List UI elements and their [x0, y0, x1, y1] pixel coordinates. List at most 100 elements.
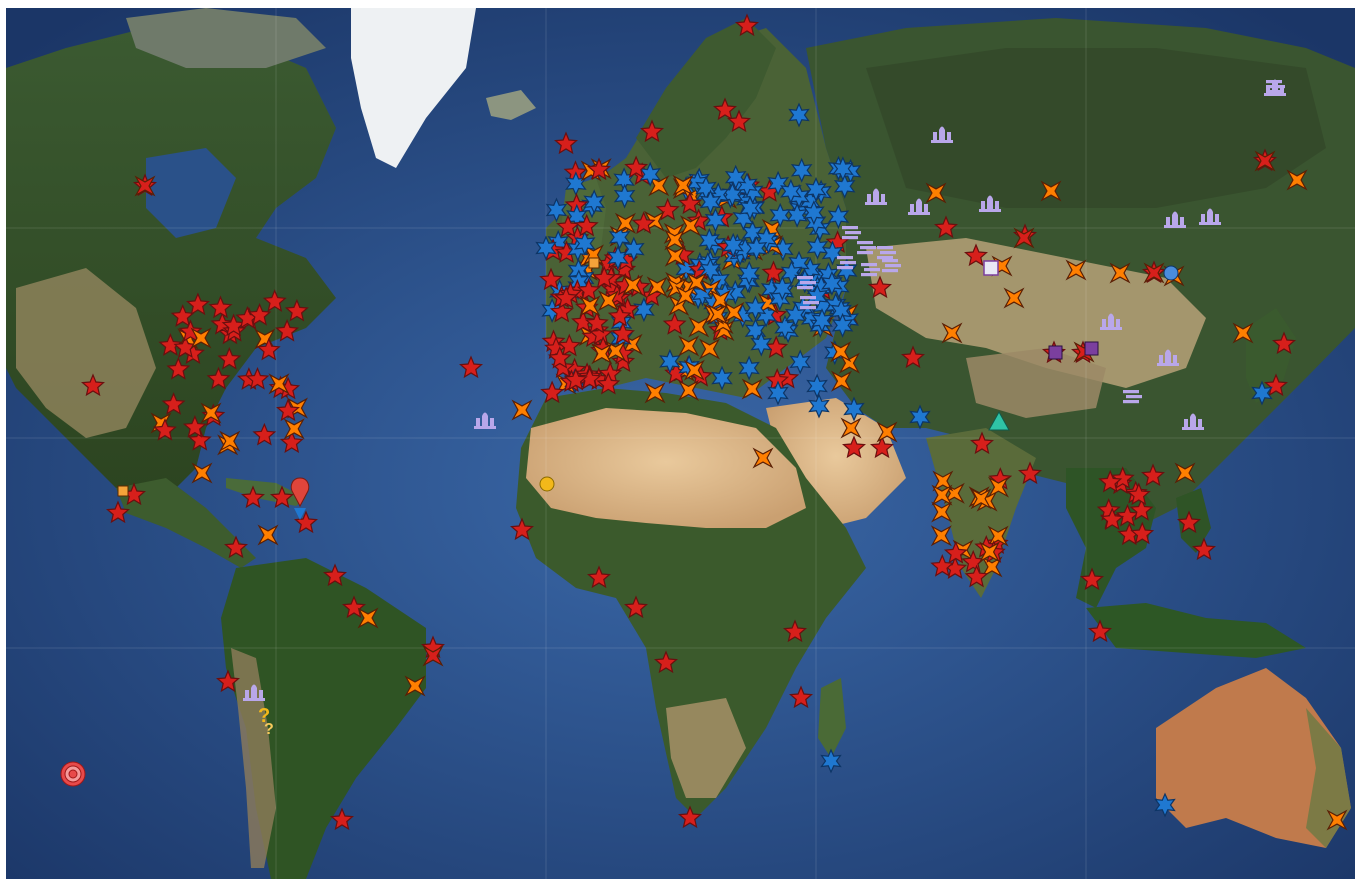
red-star[interactable] [252, 422, 277, 446]
red-star[interactable] [557, 333, 582, 357]
red-star[interactable] [170, 304, 195, 327]
orange-bowtie[interactable] [257, 524, 279, 546]
orange-bowtie[interactable] [981, 556, 1003, 578]
blue-star[interactable] [821, 240, 844, 266]
red-star[interactable] [1272, 331, 1296, 355]
blue-circle[interactable] [1163, 265, 1179, 281]
red-star[interactable] [187, 427, 212, 451]
temple-icon[interactable] [908, 198, 930, 216]
blue-star[interactable] [769, 202, 791, 228]
red-star[interactable] [284, 298, 309, 322]
red-star[interactable] [571, 309, 596, 333]
red-star[interactable] [245, 366, 270, 390]
red-star[interactable] [158, 333, 183, 356]
blue-star[interactable] [794, 268, 816, 294]
red-star[interactable] [1088, 619, 1112, 643]
orange-bowtie[interactable] [1109, 262, 1131, 284]
red-star[interactable] [216, 669, 240, 693]
red-star[interactable] [1098, 469, 1123, 493]
red-star[interactable] [182, 415, 207, 438]
red-bowtie[interactable] [134, 175, 156, 197]
bars-icon[interactable] [1266, 80, 1285, 94]
red-star[interactable] [563, 367, 588, 391]
orange-bowtie[interactable] [752, 447, 774, 469]
orange-bowtie[interactable] [1003, 287, 1025, 309]
bars-icon[interactable] [797, 276, 816, 290]
blue-star[interactable] [811, 308, 833, 334]
red-star[interactable] [783, 619, 807, 643]
red-star[interactable] [166, 356, 191, 380]
red-star[interactable] [1129, 498, 1154, 521]
blue-star[interactable] [699, 257, 722, 283]
orange-bowtie[interactable] [672, 174, 694, 196]
bars-icon[interactable] [800, 296, 819, 310]
red-star[interactable] [1100, 507, 1125, 531]
orange-bowtie[interactable] [1040, 180, 1062, 202]
red-star[interactable] [554, 285, 579, 309]
orange-bowtie[interactable] [679, 215, 701, 237]
target-icon[interactable] [68, 769, 78, 779]
temple-icon[interactable] [1182, 413, 1204, 431]
red-star[interactable] [549, 299, 574, 323]
orange-bowtie[interactable] [622, 274, 644, 296]
orange-bowtie[interactable] [646, 276, 668, 298]
bars-icon[interactable] [1123, 390, 1142, 404]
blue-star[interactable] [806, 283, 829, 309]
red-star[interactable] [1018, 461, 1042, 485]
red-star[interactable] [540, 380, 565, 404]
red-star[interactable] [186, 292, 210, 316]
blue-star[interactable] [545, 197, 568, 223]
red-star[interactable] [727, 109, 751, 133]
orange-bowtie[interactable] [191, 462, 213, 484]
blue-star[interactable] [789, 349, 811, 375]
orange-bowtie[interactable] [664, 245, 686, 267]
orange-bowtie[interactable] [268, 373, 290, 395]
red-star[interactable] [576, 278, 601, 301]
red-bowtie[interactable] [1254, 150, 1276, 172]
red-star[interactable] [241, 485, 265, 509]
red-star[interactable] [596, 371, 621, 395]
bars-icon[interactable] [857, 241, 876, 255]
red-star[interactable] [611, 321, 635, 345]
red-star[interactable] [930, 554, 955, 577]
temple-icon[interactable] [931, 126, 953, 144]
blue-star[interactable] [608, 224, 631, 250]
blue-star[interactable] [802, 200, 825, 226]
blue-star[interactable] [827, 204, 850, 230]
orange-bowtie[interactable] [1286, 169, 1308, 191]
red-star[interactable] [224, 535, 248, 559]
orange-bowtie[interactable] [283, 418, 305, 440]
red-star[interactable] [161, 392, 186, 415]
blue-star[interactable] [1251, 380, 1273, 406]
red-star[interactable] [587, 565, 611, 589]
teal-triangle[interactable] [988, 410, 1010, 431]
red-star[interactable] [964, 243, 988, 267]
temple-icon[interactable] [474, 412, 496, 430]
blue-star[interactable] [659, 348, 681, 374]
world-map[interactable]: ?? [6, 8, 1355, 879]
red-star[interactable] [554, 131, 578, 155]
orange-bowtie[interactable] [357, 607, 379, 629]
red-star[interactable] [735, 13, 759, 37]
orange-bowtie[interactable] [979, 541, 1001, 563]
red-star[interactable] [1126, 482, 1151, 506]
blue-star[interactable] [704, 207, 727, 233]
blue-star[interactable] [1154, 792, 1176, 818]
bars-icon[interactable] [877, 246, 896, 260]
red-star[interactable] [276, 398, 300, 422]
orange-bowtie[interactable] [200, 402, 222, 424]
red-star[interactable] [574, 213, 599, 237]
orange-bowtie[interactable] [987, 476, 1009, 498]
orange-bowtie[interactable] [675, 285, 697, 307]
blue-star[interactable] [780, 178, 802, 204]
red-star[interactable] [510, 517, 534, 541]
orange-bowtie[interactable] [1174, 462, 1196, 484]
orange-bowtie[interactable] [579, 295, 601, 317]
red-star[interactable] [640, 119, 664, 143]
purple-square[interactable] [1084, 341, 1099, 356]
blue-star[interactable] [633, 297, 655, 323]
orange-bowtie[interactable] [511, 399, 533, 421]
blue-star[interactable] [909, 404, 931, 430]
blue-star[interactable] [806, 373, 828, 399]
blue-star[interactable] [820, 748, 842, 774]
